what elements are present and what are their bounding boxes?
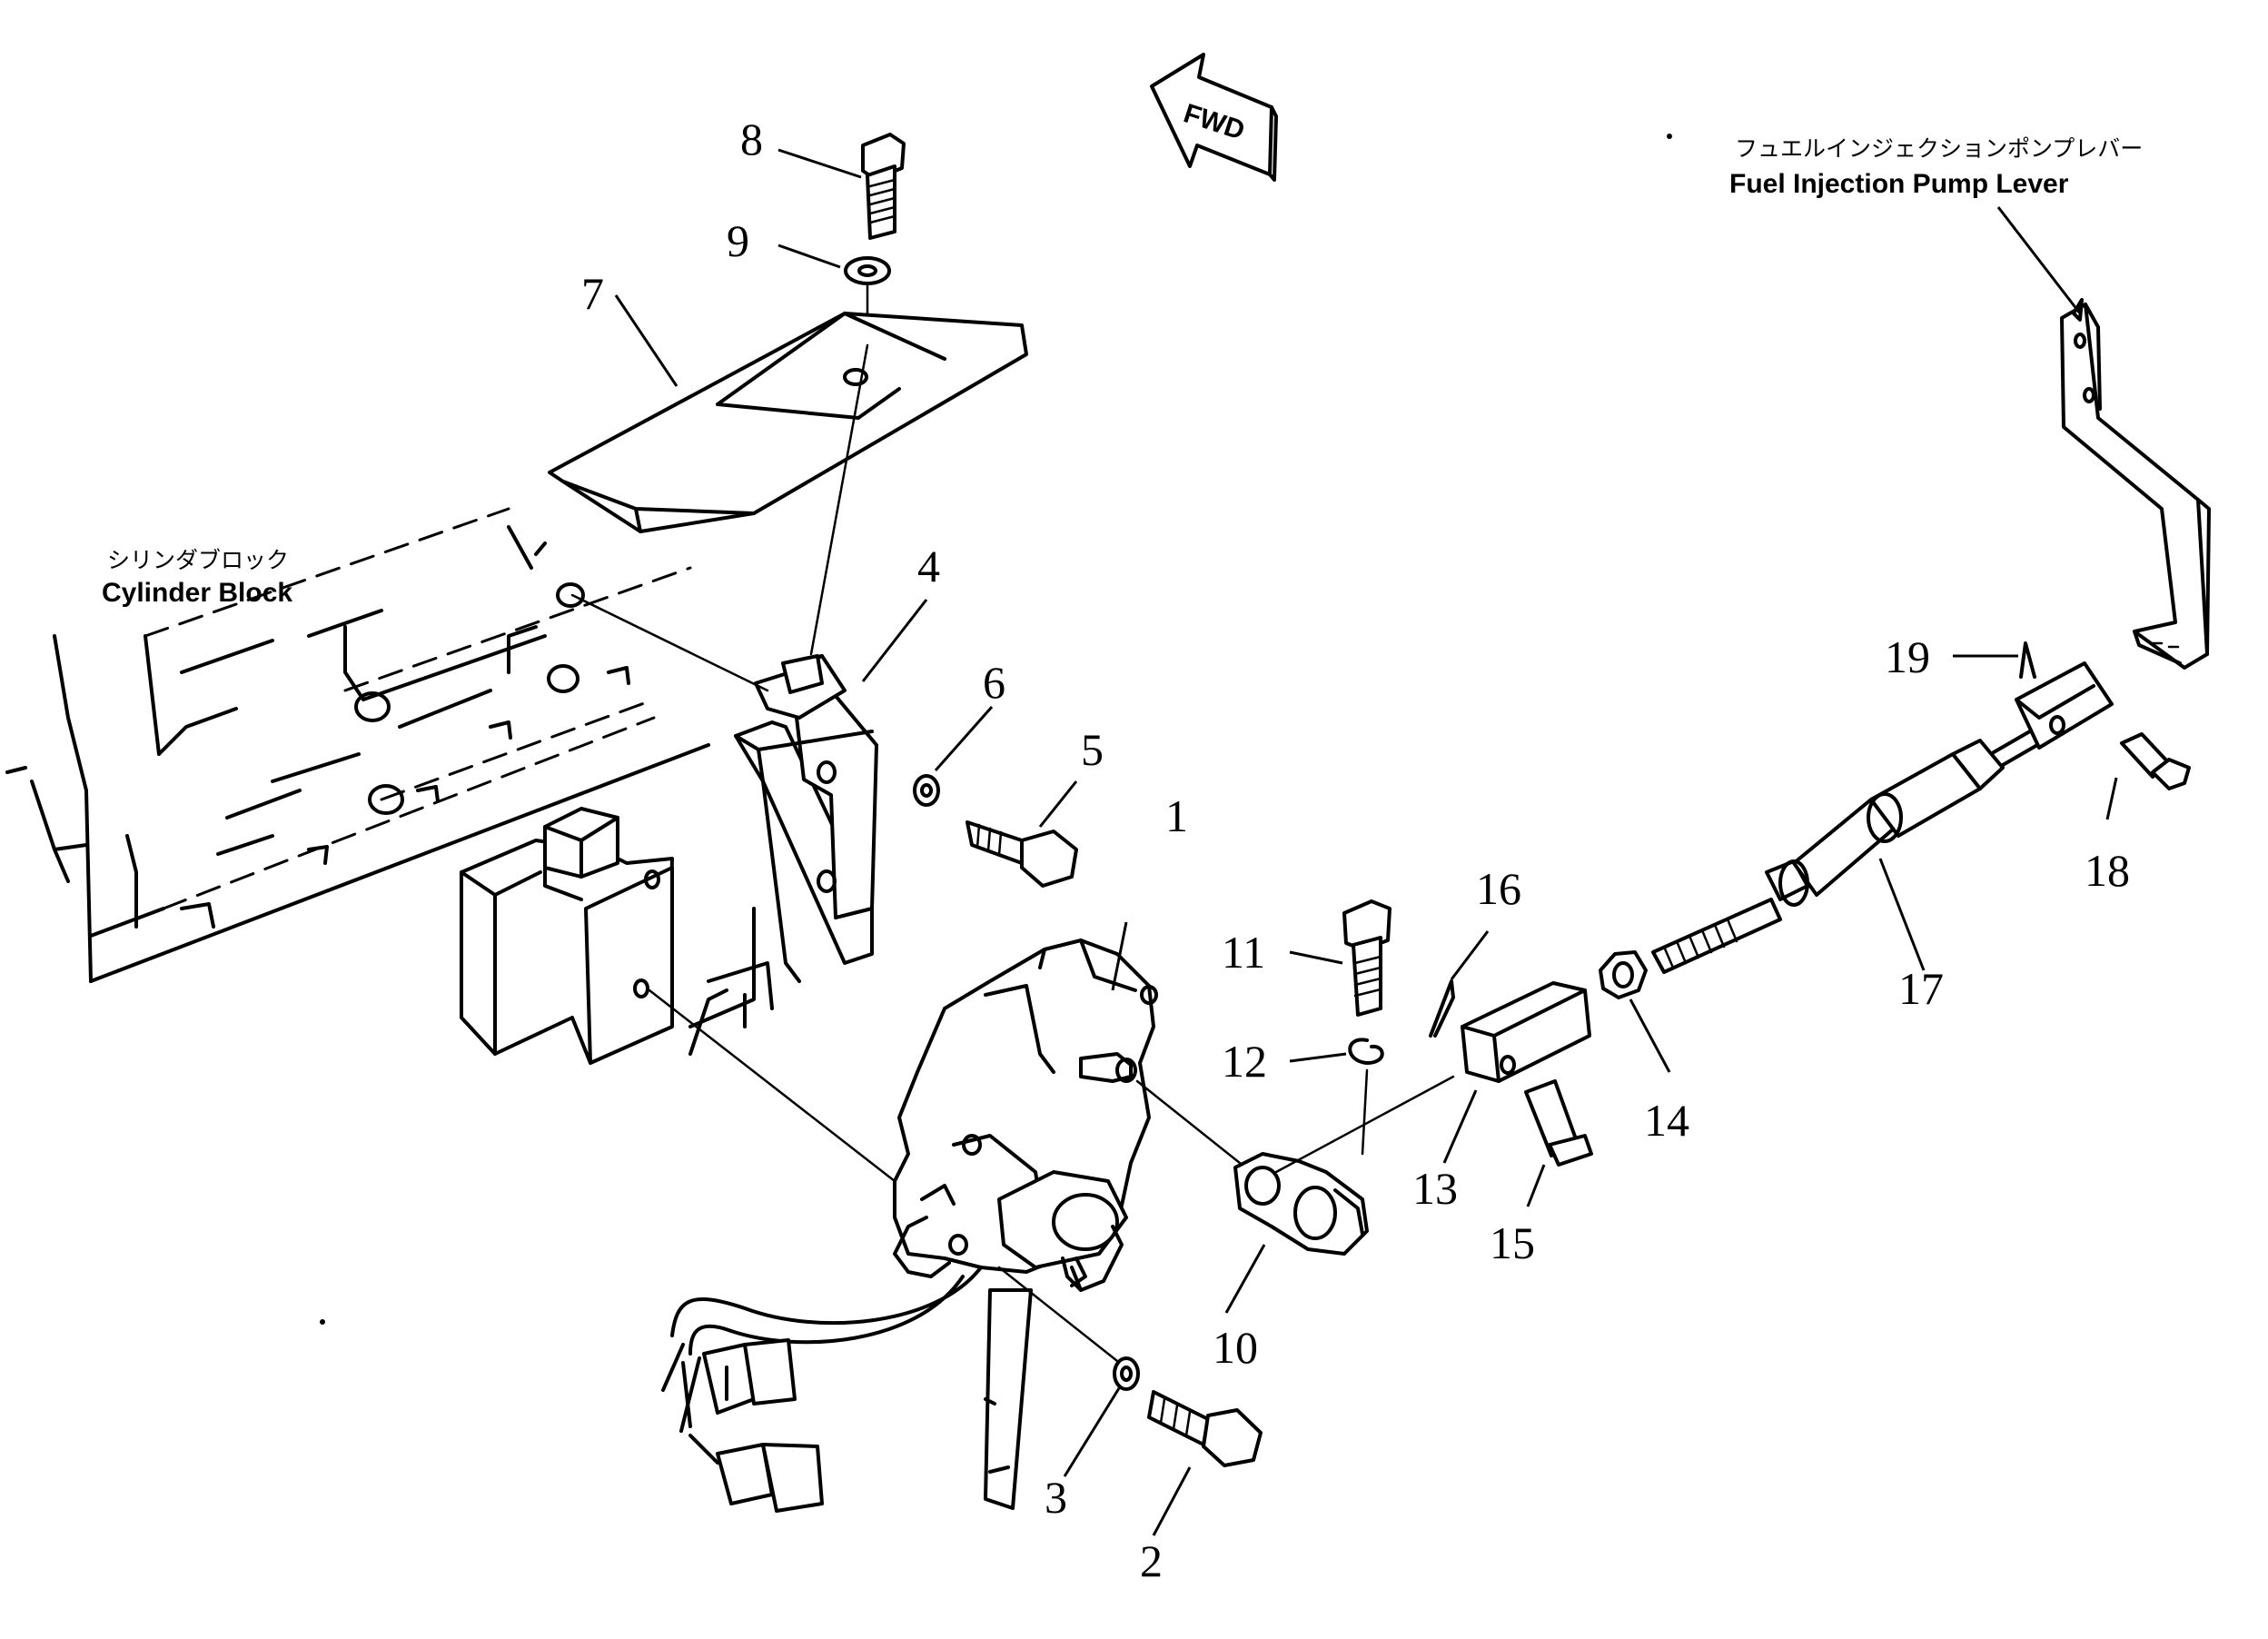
fuel-pump-lever-caption-jp: フュエルインジェクションポンプレバー <box>1735 135 2143 162</box>
part-9-washer <box>844 256 891 285</box>
callout-11: 11 <box>1222 927 1265 978</box>
callout-15: 15 <box>1490 1217 1535 1268</box>
callout-7: 7 <box>581 268 604 319</box>
part-13-block <box>1461 981 1591 1083</box>
cylinder-block <box>5 507 710 983</box>
caption-cylinder-block: シリンダブロック Cylinder Block <box>102 547 292 608</box>
callout-4: 4 <box>917 541 940 591</box>
forward-direction-arrow: FWD <box>1150 53 1278 182</box>
callout-numbers: 1 2 3 4 5 6 7 8 9 10 11 12 13 14 15 16 1… <box>581 114 2130 1586</box>
part-15-pin <box>1524 1079 1593 1167</box>
part-8-bolt <box>861 133 906 240</box>
part-6-washer <box>913 774 940 807</box>
part-2-bolt <box>1147 1390 1263 1467</box>
wire-harness <box>661 1266 983 1433</box>
callout-leaders <box>614 148 2118 1536</box>
part-14-nut <box>1599 950 1648 999</box>
part-5-bolt <box>966 820 1078 888</box>
callout-17: 17 <box>1898 963 1944 1014</box>
part-18-pin <box>2120 732 2191 790</box>
mounting-block <box>460 807 756 1065</box>
callout-14: 14 <box>1644 1095 1689 1146</box>
part-12-washer <box>1348 1038 1384 1065</box>
part-10-ball-joint <box>1233 1152 1369 1256</box>
callout-6: 6 <box>983 657 1005 708</box>
callout-12: 12 <box>1222 1036 1267 1087</box>
callout-18: 18 <box>2085 845 2130 896</box>
part-4-bracket <box>688 654 878 1056</box>
part-1-switch-assembly <box>893 939 1158 1292</box>
callout-1: 1 <box>1165 790 1188 841</box>
connector-1 <box>702 1338 797 1415</box>
connector-2 <box>716 1443 824 1513</box>
fuel-pump-lever-caption-en: Fuel Injection Pump Lever <box>1729 169 2069 199</box>
clevis-end <box>2015 661 2114 750</box>
caption-fuel-injection-pump-lever: フュエルインジェクションポンプレバー Fuel Injection Pump L… <box>1729 135 2143 199</box>
fuel-injection-pump-lever <box>2060 303 2211 670</box>
part-11-bolt <box>1342 899 1392 1017</box>
part-17-linkage-rod <box>1651 727 2045 974</box>
callout-5: 5 <box>1081 724 1104 775</box>
callout-10: 10 <box>1213 1322 1258 1373</box>
callout-9: 9 <box>727 215 749 266</box>
part-16-pin <box>1429 979 1455 1038</box>
cylinder-block-caption-en: Cylinder Block <box>102 578 292 608</box>
callout-3: 3 <box>1045 1472 1067 1523</box>
part-7-cover <box>548 312 1028 533</box>
callout-16: 16 <box>1476 863 1521 914</box>
callout-8: 8 <box>740 114 763 164</box>
callout-19: 19 <box>1885 631 1930 682</box>
part-19-cotter-pin <box>2019 641 2036 679</box>
cylinder-block-caption-jp: シリンダブロック <box>107 547 289 573</box>
callout-13: 13 <box>1412 1163 1458 1214</box>
callout-2: 2 <box>1140 1535 1163 1586</box>
part-3-washer <box>1113 1356 1140 1391</box>
